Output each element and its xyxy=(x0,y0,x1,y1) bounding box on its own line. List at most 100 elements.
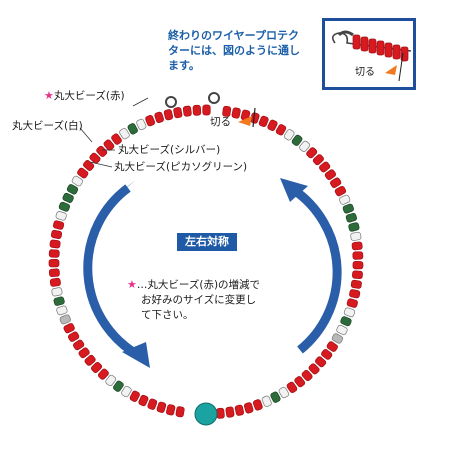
white-bead xyxy=(336,324,348,336)
label-red-bead: ★丸大ビーズ(赤) xyxy=(44,89,125,103)
silver-bead xyxy=(59,314,71,325)
right-arrow xyxy=(291,186,342,354)
right-arrow-head xyxy=(280,178,308,202)
footnote-line-1: …丸大ビーズ(赤)の増減で xyxy=(136,279,261,291)
label-white-bead: 丸大ビーズ(白) xyxy=(12,120,83,132)
red-bead xyxy=(192,104,202,116)
inset-detail: 切る xyxy=(322,18,416,90)
white-bead xyxy=(51,287,63,297)
silver-bead xyxy=(331,333,344,344)
red-bead xyxy=(48,249,60,258)
inset-red-bead xyxy=(368,38,377,54)
red-bead xyxy=(154,111,164,124)
red-bead xyxy=(96,145,108,157)
red-bead xyxy=(84,354,96,366)
red-bead xyxy=(77,167,89,179)
green-bead xyxy=(291,134,303,146)
red-bead xyxy=(231,107,241,119)
red-bead xyxy=(173,107,183,119)
red-bead xyxy=(91,361,103,373)
bead-strand xyxy=(48,104,364,426)
red-bead xyxy=(330,177,342,188)
red-bead xyxy=(306,147,318,159)
red-bead xyxy=(129,390,140,402)
green-bead xyxy=(340,316,352,327)
red-bead xyxy=(350,279,362,289)
red-bead xyxy=(182,105,192,117)
white-bead xyxy=(343,307,356,318)
red-bead xyxy=(145,115,156,127)
red-bead xyxy=(89,152,101,164)
red-bead xyxy=(222,105,232,117)
red-bead xyxy=(49,239,61,249)
red-bead xyxy=(324,169,337,180)
red-bead xyxy=(63,323,75,334)
red-bead xyxy=(301,369,313,382)
red-bead xyxy=(252,399,263,411)
green-bead xyxy=(66,184,79,195)
green-bead xyxy=(62,192,74,203)
inset-red-bead xyxy=(392,44,401,60)
red-bead xyxy=(346,298,358,308)
star-icon: ★ xyxy=(127,278,137,291)
inset-illustration xyxy=(331,30,412,82)
inset-red-bead xyxy=(376,40,385,56)
white-bead xyxy=(121,385,132,398)
green-bead xyxy=(58,201,71,212)
white-bead xyxy=(261,395,272,407)
red-bead xyxy=(321,349,333,360)
white-bead xyxy=(55,211,67,221)
footnote-line-3: て下さい。 xyxy=(141,309,194,321)
red-bead xyxy=(243,402,254,414)
red-bead xyxy=(267,119,278,131)
red-bead xyxy=(275,124,287,136)
teal-center-bead xyxy=(194,402,218,426)
red-bead xyxy=(294,376,306,388)
green-bead xyxy=(270,391,281,403)
inset-cut-label: 切る xyxy=(355,67,375,78)
red-bead xyxy=(103,139,115,151)
red-bead xyxy=(352,251,364,260)
footnote: ★…丸大ビーズ(赤)の増減で お好みのサイズに変更し て下さい。 xyxy=(127,277,277,323)
white-bead xyxy=(105,374,117,387)
red-bead xyxy=(138,394,149,407)
label-green-bead: 丸大ビーズ(ピカソグリーン) xyxy=(114,161,248,173)
white-bead xyxy=(350,231,362,241)
red-bead xyxy=(49,277,61,287)
green-bead xyxy=(345,212,358,223)
red-bead xyxy=(326,341,338,352)
red-bead xyxy=(312,154,324,166)
note-line-3: ます。 xyxy=(168,59,200,72)
red-bead xyxy=(156,401,167,413)
red-bead xyxy=(225,406,235,418)
red-bead xyxy=(166,404,176,416)
cut-arrow xyxy=(238,116,252,126)
left-arrow-tail xyxy=(116,180,136,196)
red-bead xyxy=(319,161,331,173)
white-bead xyxy=(299,140,311,152)
inset-red-bead xyxy=(384,42,393,58)
white-bead xyxy=(119,128,130,140)
footnote-line-2: お好みのサイズに変更し xyxy=(141,294,257,306)
red-bead xyxy=(111,133,122,145)
red-bead xyxy=(308,363,320,375)
white-bead xyxy=(283,129,295,141)
red-bead xyxy=(52,220,65,230)
green-bead xyxy=(113,380,124,392)
note-line-1: 終わりのワイヤープロテク xyxy=(168,29,300,42)
white-bead xyxy=(278,386,290,399)
green-bead xyxy=(348,222,360,232)
inset-red-bead xyxy=(352,34,361,50)
red-bead xyxy=(67,331,80,342)
red-bead xyxy=(72,339,85,351)
cut-line xyxy=(252,107,256,128)
white-bead xyxy=(71,175,83,187)
green-bead xyxy=(342,203,354,214)
note-line-2: ターには、図のように通し xyxy=(168,44,300,57)
white-bead xyxy=(339,194,351,205)
red-bead xyxy=(78,347,90,359)
red-bead xyxy=(258,115,269,128)
red-bead xyxy=(163,109,174,121)
red-bead xyxy=(349,289,361,299)
